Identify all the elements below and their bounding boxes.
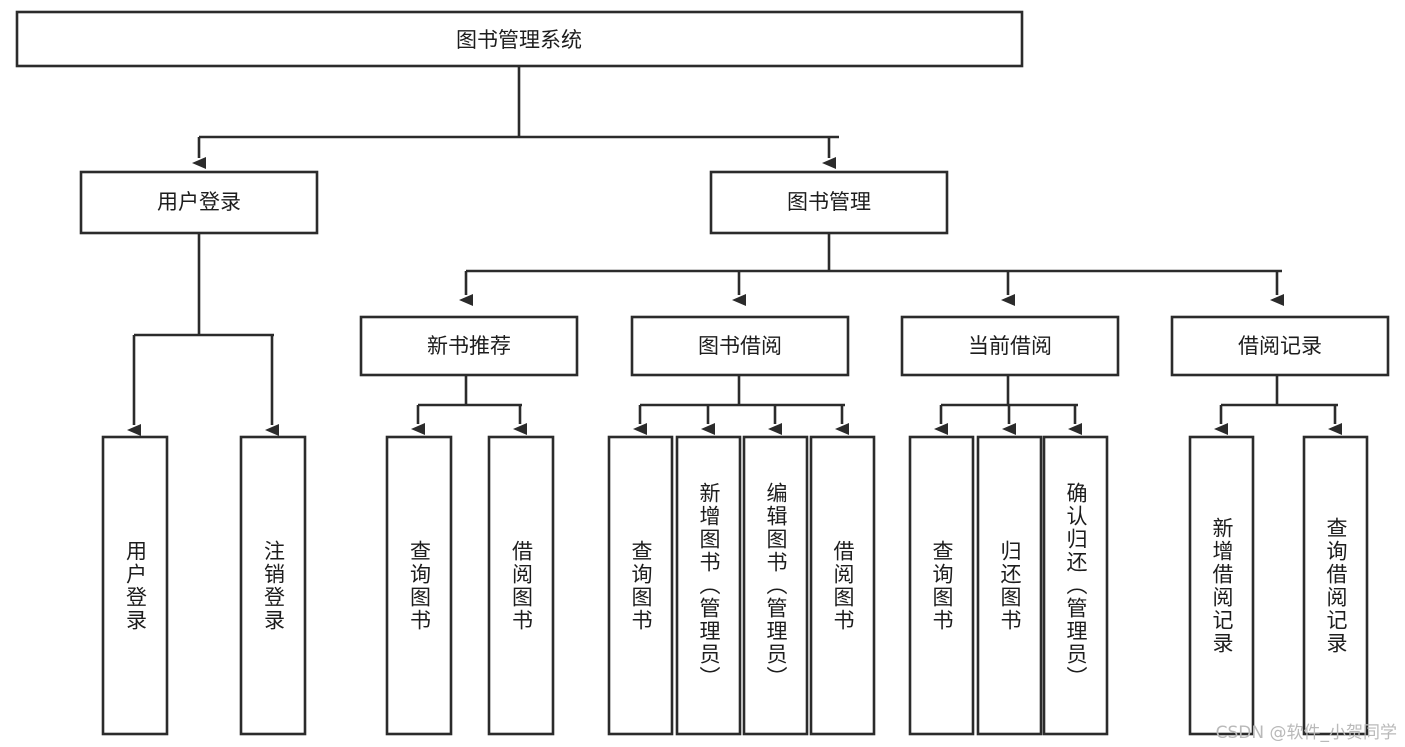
leaf-box-current-borrow-0[interactable] (908, 435, 975, 736)
node-book-management-label: 图书管理 (787, 190, 871, 214)
connector-userlogin-to-children (127, 233, 279, 436)
node-user-login[interactable]: 用户登录 (79, 170, 319, 235)
leaf-box-new-book-recommend-0[interactable] (385, 435, 453, 736)
node-root[interactable]: 图书管理系统 (15, 10, 1024, 68)
leaf-box-book-borrow-2[interactable] (742, 435, 809, 736)
node-current-borrow[interactable]: 当前借阅 (900, 315, 1120, 377)
connector-bookborrow-to-leaves (633, 375, 849, 435)
connector-newbook-to-leaves (411, 375, 527, 435)
node-current-borrow-label: 当前借阅 (968, 334, 1052, 358)
leaf-box-borrow-record-1[interactable] (1302, 435, 1369, 736)
node-book-borrow[interactable]: 图书借阅 (630, 315, 850, 377)
node-root-label: 图书管理系统 (456, 28, 582, 52)
node-borrow-record-label: 借阅记录 (1238, 334, 1322, 358)
leaf-box-user-login-0[interactable] (101, 435, 169, 736)
leaf-box-user-login-1[interactable] (239, 435, 307, 736)
leaf-box-book-borrow-0[interactable] (607, 435, 674, 736)
leaf-box-book-borrow-1[interactable] (675, 435, 742, 736)
leaf-box-new-book-recommend-1[interactable] (487, 435, 555, 736)
connector-currentborrow-to-leaves (934, 375, 1082, 435)
node-new-book-recommend[interactable]: 新书推荐 (359, 315, 579, 377)
leaf-box-current-borrow-2[interactable] (1042, 435, 1109, 736)
node-new-book-recommend-label: 新书推荐 (427, 334, 511, 358)
connector-root-to-level2 (192, 66, 839, 169)
leaf-box-borrow-record-0[interactable] (1188, 435, 1255, 736)
leaf-box-current-borrow-1[interactable] (976, 435, 1043, 736)
watermark-text: CSDN @软件_小贺同学 (1215, 723, 1397, 743)
connector-bookmgmt-to-level3 (459, 233, 1284, 306)
leaf-box-book-borrow-3[interactable] (809, 435, 876, 736)
node-book-management[interactable]: 图书管理 (709, 170, 949, 235)
node-book-borrow-label: 图书借阅 (698, 334, 782, 358)
connector-borrowrecord-to-leaves (1214, 375, 1342, 435)
node-borrow-record[interactable]: 借阅记录 (1170, 315, 1390, 377)
node-user-login-label: 用户登录 (157, 190, 241, 214)
